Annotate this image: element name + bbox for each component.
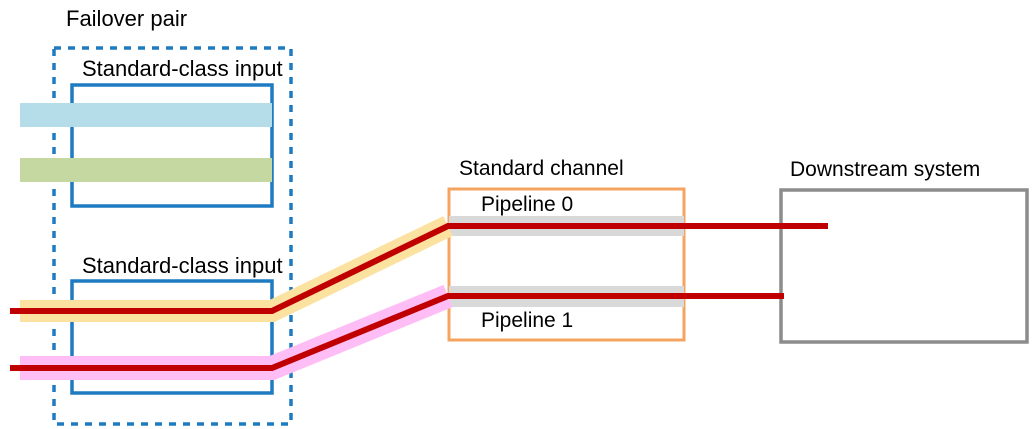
pipeline-0-flow-line [10, 223, 828, 314]
failover-pair-label: Failover pair [66, 6, 188, 31]
failover-pair-group-box [52, 46, 293, 426]
pipeline-1-label: Pipeline 1 [481, 309, 574, 332]
downstream-system-box [779, 188, 1029, 344]
pipeline-1-flow-line [10, 293, 784, 371]
standard-class-input-label-bottom: Standard-class input [82, 253, 283, 278]
capacity-bar-green [20, 158, 272, 182]
pipeline-0-label: Pipeline 0 [481, 193, 574, 216]
standard-class-input-label-top: Standard-class input [82, 56, 283, 81]
downstream-system-label: Downstream system [790, 158, 981, 181]
standard-channel-box [447, 187, 686, 342]
capacity-bar-blue [20, 103, 272, 127]
standard-channel-label: Standard channel [459, 157, 624, 180]
